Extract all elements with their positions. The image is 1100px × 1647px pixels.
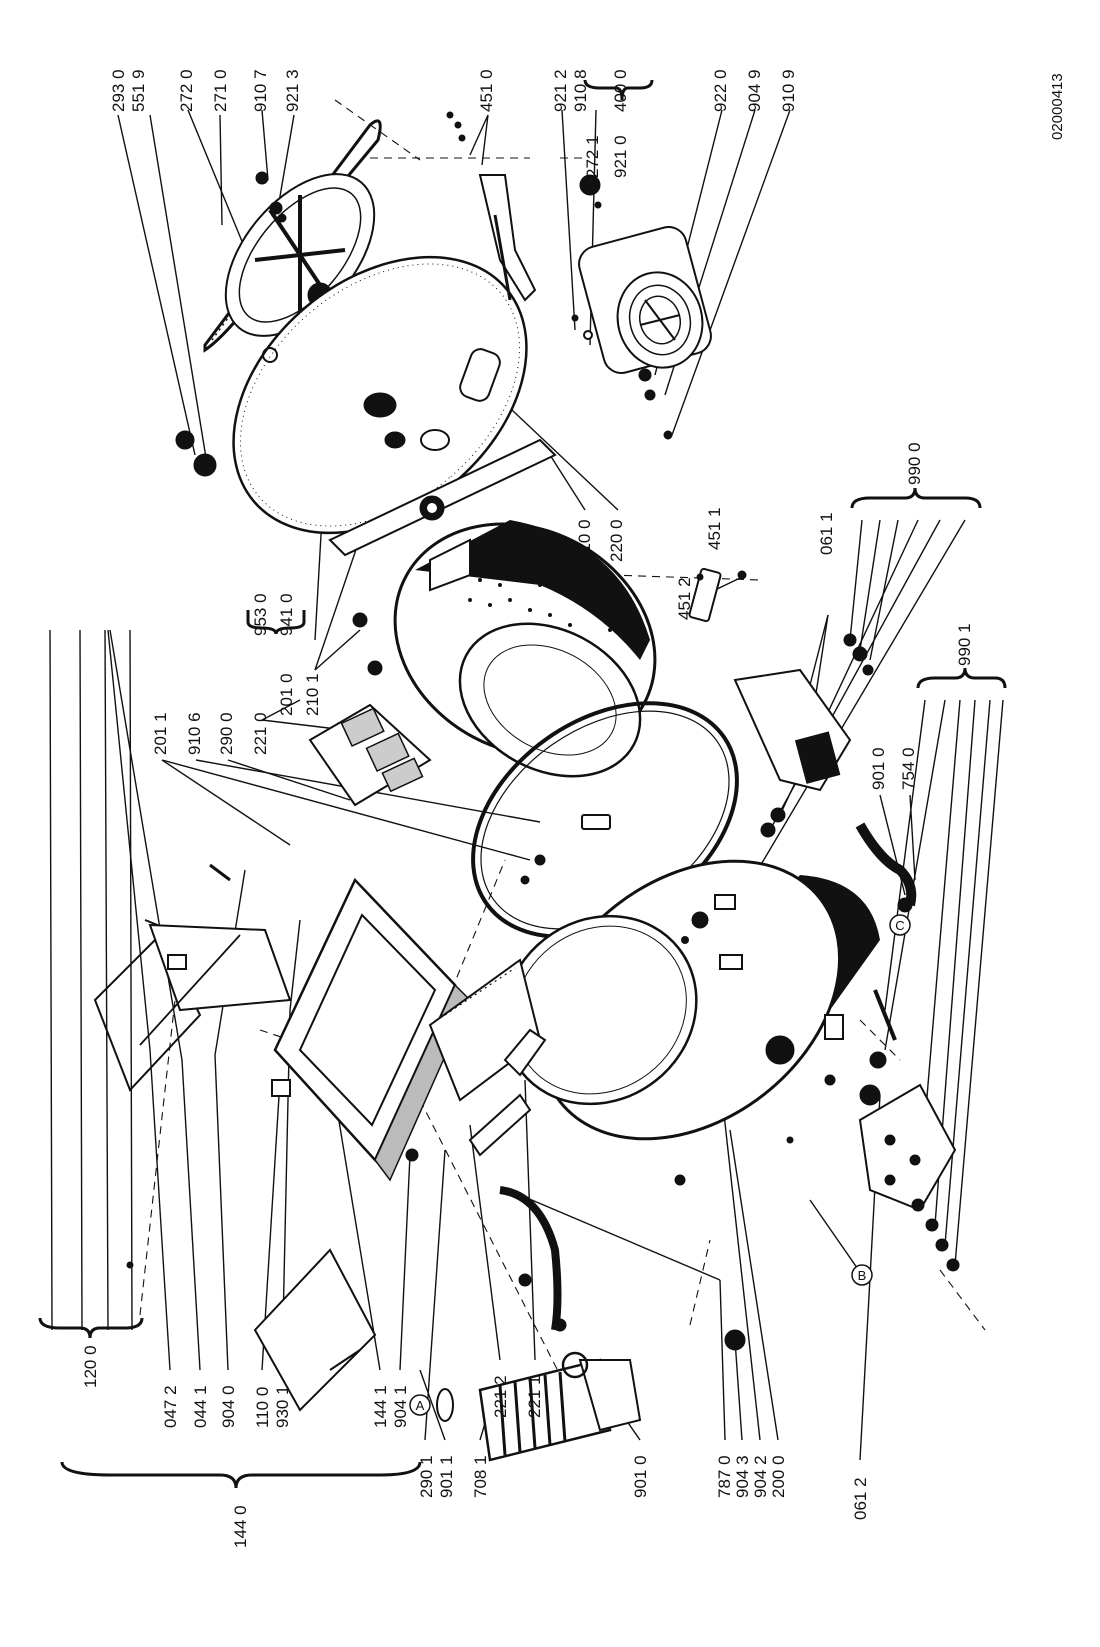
drain-pump-708-1 — [436, 1318, 642, 1462]
part-label-061-1: 061 1 — [817, 512, 836, 555]
door-hinge-plate-221-2 — [428, 958, 542, 1157]
part-label-910-8: 910 8 — [571, 69, 590, 112]
part-labels: 293 0 551 9 272 0 271 0 910 7 921 3 451 … — [81, 69, 974, 1548]
part-label-044-1: 044 1 — [191, 1385, 210, 1428]
part-label-910-6: 910 6 — [185, 712, 204, 755]
nuts-990-0 — [760, 633, 874, 838]
part-label-061-2: 061 2 — [851, 1477, 870, 1520]
part-label-290-0: 290 0 — [217, 712, 236, 755]
reference-marker-c: C — [889, 914, 911, 936]
part-label-290-1: 290 1 — [417, 1455, 436, 1498]
part-label-210-0: 210 0 — [575, 519, 594, 562]
part-label-551-9: 551 9 — [129, 69, 148, 112]
part-label-110-0: 110 0 — [253, 1387, 272, 1428]
inner-drum-220-0 — [393, 520, 657, 778]
part-label-120-0: 120 0 — [81, 1345, 100, 1388]
part-label-144-0: 144 0 — [231, 1505, 250, 1548]
part-label-904-0: 904 0 — [219, 1385, 238, 1428]
part-label-144-1: 144 1 — [371, 1385, 390, 1428]
part-label-272-1: 272 1 — [583, 135, 602, 178]
part-label-990-0: 990 0 — [905, 442, 924, 485]
part-label-201-1: 201 1 — [151, 712, 170, 755]
part-label-272-0: 272 0 — [177, 69, 196, 112]
nut-787-0 — [724, 1329, 746, 1351]
part-label-941-0: 941 0 — [277, 593, 296, 636]
part-label-047-2: 047 2 — [161, 1385, 180, 1428]
part-label-901-0: 901 0 — [631, 1455, 650, 1498]
bracket-451-2 — [688, 567, 747, 623]
mounting-bracket-061-1 — [733, 668, 852, 792]
part-label-901-0-upper: 901 0 — [869, 747, 888, 790]
part-label-904-9: 904 9 — [745, 69, 764, 112]
rear-cover-plate — [232, 255, 528, 535]
part-label-787-0: 787 0 — [715, 1455, 734, 1498]
reference-marker-a: A — [409, 1394, 431, 1416]
part-label-451-0: 451 0 — [477, 69, 496, 112]
motor-400-0 — [571, 174, 712, 440]
part-label-921-3: 921 3 — [283, 69, 302, 112]
kickplate-930-1 — [253, 1248, 377, 1412]
svg-text:C: C — [895, 918, 904, 933]
part-label-921-0: 921 0 — [611, 135, 630, 178]
part-label-221-2: 221 2 — [491, 1375, 510, 1418]
part-label-990-1: 990 1 — [955, 623, 974, 666]
part-label-220-0: 220 0 — [607, 519, 626, 562]
mounting-bracket-061-2 — [858, 1051, 957, 1212]
part-label-922-0: 922 0 — [711, 69, 730, 112]
svg-text:A: A — [416, 1398, 425, 1413]
bolts-910-7-921-3 — [255, 171, 287, 223]
hose-754-0 — [855, 822, 917, 913]
part-label-451-2: 451 2 — [675, 577, 694, 620]
part-label-201-0: 201 0 — [277, 673, 296, 716]
part-label-210-1: 210 1 — [303, 673, 322, 716]
pump-hose-290-1 — [499, 1186, 562, 1331]
part-label-901-1: 901 1 — [437, 1455, 456, 1498]
spider-bearing-941-0 — [328, 438, 557, 557]
part-label-910-9: 910 9 — [779, 69, 798, 112]
clamp-nut-551-9 — [175, 430, 217, 477]
door-window-120-0 — [93, 863, 292, 1269]
door-latch-221-1 — [503, 1028, 547, 1077]
part-label-221-1: 221 1 — [525, 1375, 544, 1418]
svg-text:B: B — [858, 1268, 867, 1283]
part-label-953-0: 953 0 — [251, 593, 270, 636]
outer-tub-200-0 — [502, 859, 880, 1186]
motor-lever-451-0 — [446, 111, 537, 302]
part-label-904-3: 904 3 — [733, 1455, 752, 1498]
document-id: 02000413 — [1049, 73, 1066, 140]
part-label-451-1: 451 1 — [705, 507, 724, 550]
reference-marker-b: B — [851, 1264, 873, 1286]
group-braces — [38, 79, 1007, 1489]
part-label-921-2: 921 2 — [551, 69, 570, 112]
leader-lines — [49, 109, 1004, 1461]
drum-lifters-221-0 — [308, 538, 471, 807]
part-label-754-0: 754 0 — [899, 747, 918, 790]
part-label-271-0: 271 0 — [211, 69, 230, 112]
part-label-400-0: 400 0 — [611, 69, 630, 112]
part-label-293-0: 293 0 — [109, 69, 128, 112]
nuts-990-1 — [873, 989, 960, 1272]
part-label-904-2: 904 2 — [751, 1455, 770, 1498]
part-label-930-1: 930 1 — [273, 1385, 292, 1428]
part-label-910-7: 910 7 — [251, 69, 270, 112]
part-label-200-0: 200 0 — [769, 1455, 788, 1498]
part-label-708-1: 708 1 — [471, 1455, 490, 1498]
part-label-221-0: 221 0 — [251, 712, 270, 755]
part-label-904-1: 904 1 — [391, 1385, 410, 1428]
